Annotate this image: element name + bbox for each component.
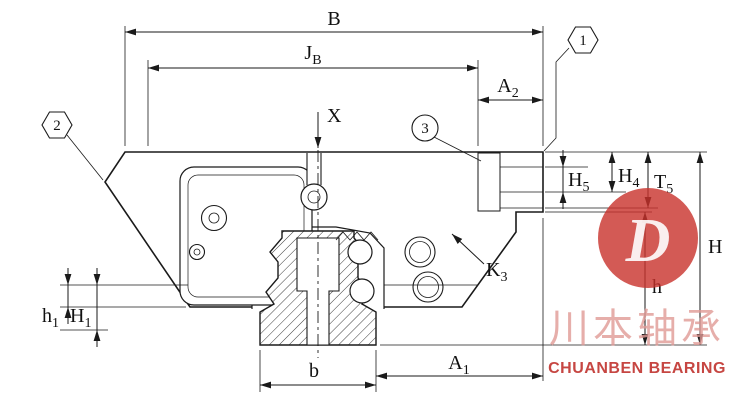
label-H: H [708,236,722,258]
label-K3: K3 [486,259,507,285]
callout-2: 2 [41,111,104,181]
label-B: B [327,8,340,30]
brand-logo-icon [598,188,698,288]
watermark-chinese: 川本轴承 [549,306,725,352]
callout-2-number: 2 [53,118,61,134]
dim-X: X [314,105,342,148]
dim-A2: A2 [478,75,543,104]
watermark: D 川本轴承 CHUANBEN BEARING [548,188,726,377]
grease-port [300,153,328,211]
label-JB: JB [304,42,321,68]
label-b: b [309,360,319,382]
label-A1-sub: 1 [463,363,470,378]
return-bore-upper [404,236,436,268]
label-X-main: X [327,105,342,127]
callout-1-number: 1 [579,33,587,49]
label-B-main: B [327,8,340,30]
hexagon-icon [41,111,73,139]
label-H4-sub: 4 [632,176,639,191]
label-K3-main: K [486,259,501,281]
dim-K3: K3 [451,233,507,285]
label-K3-sub: 3 [500,270,507,285]
watermark-english: CHUANBEN BEARING [548,360,726,377]
label-A2-main: A [497,75,512,97]
label-A1: A1 [448,352,469,378]
end-cap-screw [200,204,228,232]
label-X: X [327,105,342,127]
label-b-main: b [309,360,319,382]
label-H1-main: H [70,305,84,327]
label-H-main: H [708,236,722,258]
label-A2-sub: 2 [512,86,519,101]
callout-3-number: 3 [421,121,429,137]
label-H5: H5 [568,169,589,195]
label-A1-main: A [448,352,463,374]
label-h1-sub: 1 [52,316,59,331]
dim-H5: H5 [545,150,626,209]
label-T5-sub: 5 [666,182,673,197]
loaded-ball-lower [349,278,375,304]
label-H5-sub: 5 [582,180,589,195]
dim-H: H [380,151,722,346]
loaded-ball-upper [347,239,373,265]
dim-h1: h1 [42,268,188,331]
callout-3: 3 [411,114,482,162]
label-h1-main: h [42,305,52,327]
label-T5: T5 [654,171,673,197]
label-H5-main: H [568,169,582,191]
label-h1: h1 [42,305,59,331]
dim-H4: H4 [608,152,639,192]
brand-logo-letter: D [625,207,671,275]
label-A2: A2 [497,75,518,101]
label-JB-sub: B [312,53,321,68]
dim-H1: H1 [60,268,108,347]
balls [347,236,444,304]
circle-icon [411,114,439,142]
seal-zigzag [335,231,379,241]
dim-b: b [259,350,377,392]
label-T5-main: T [654,171,666,193]
label-H4-main: H [618,165,632,187]
dim-B: B [124,8,544,146]
reference-groove [477,152,501,212]
dim-A1: A1 [376,218,544,381]
label-H4: H4 [618,165,639,191]
label-JB-main: J [304,42,312,64]
end-cap-screw-small [188,243,206,261]
label-H1-sub: 1 [84,316,91,331]
callout-1: 1 [543,26,599,152]
label-H1: H1 [70,305,91,331]
return-bore-lower [412,271,444,303]
hexagon-icon [567,26,599,54]
